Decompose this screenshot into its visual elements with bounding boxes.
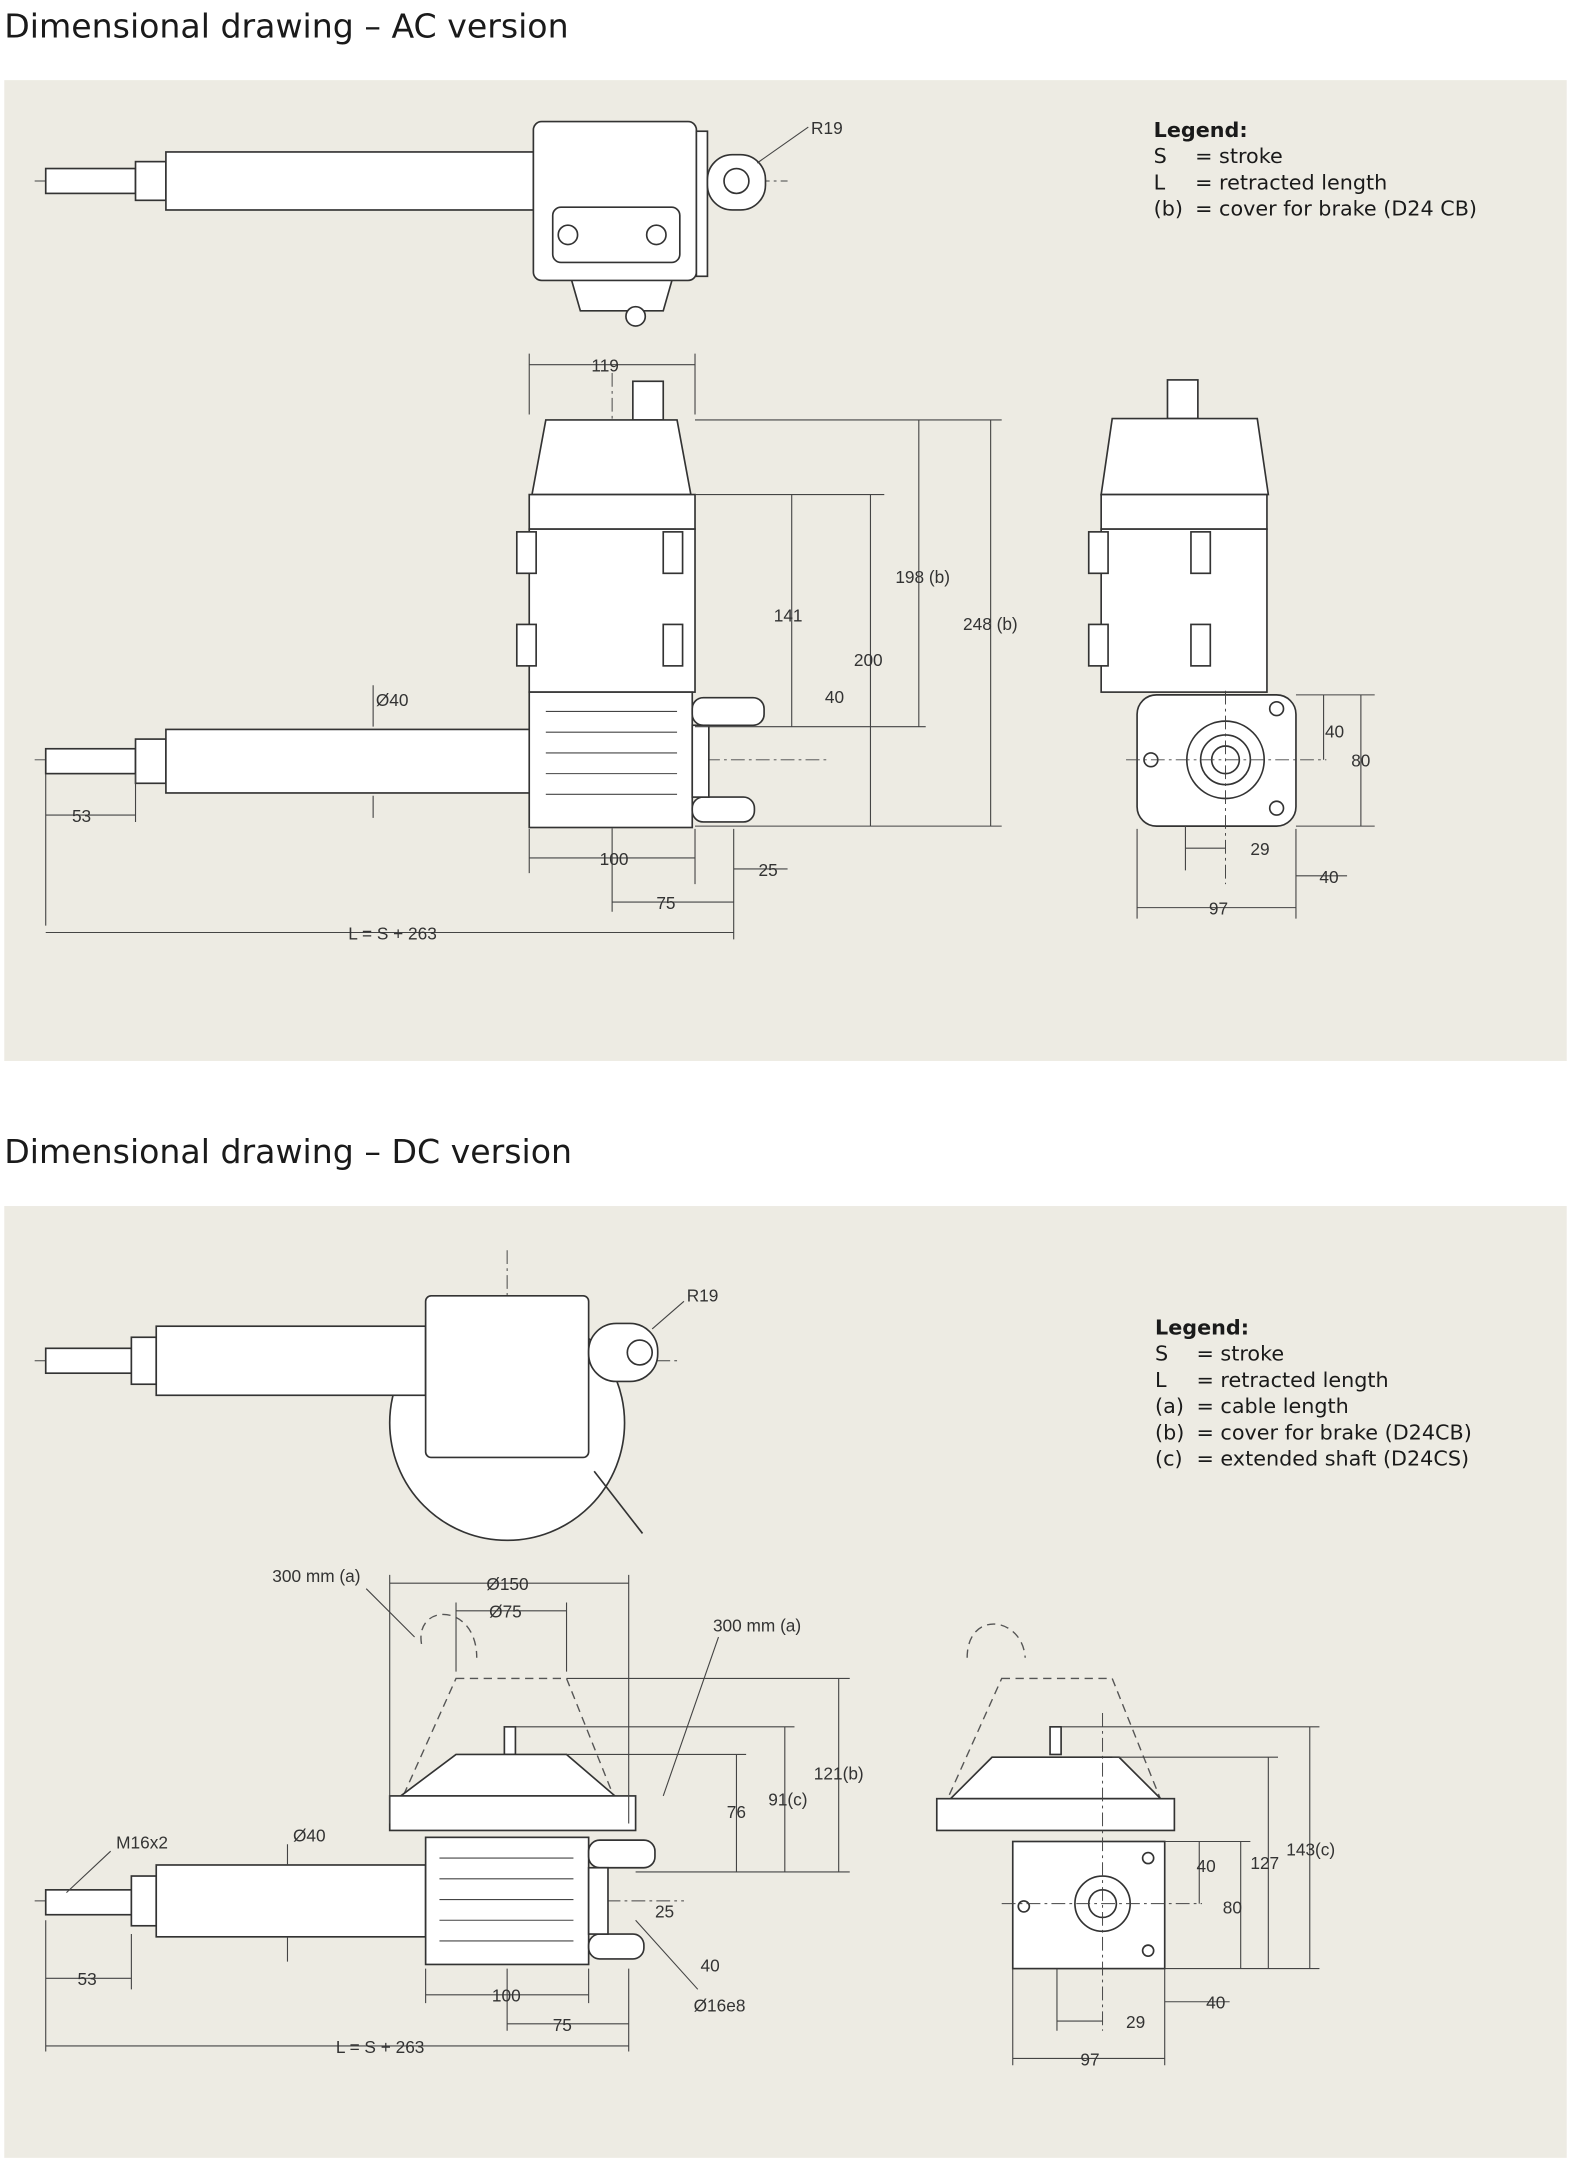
legend-text: = extended shaft (D24CS) bbox=[1196, 1447, 1469, 1471]
dim-53: 53 bbox=[72, 806, 91, 826]
legend-text: = cover for brake (D24CB) bbox=[1196, 1420, 1471, 1444]
dim-200: 200 bbox=[854, 650, 883, 670]
dim-dia150: Ø150 bbox=[486, 1574, 528, 1594]
legend-key: (a) bbox=[1155, 1394, 1184, 1418]
dim-cable-length-left: 300 mm (a) bbox=[272, 1566, 360, 1586]
dim-121b: 121(b) bbox=[814, 1763, 864, 1783]
dim-side-97: 97 bbox=[1209, 899, 1228, 919]
ac-side-view bbox=[1087, 379, 1375, 919]
dim-cable-length-right: 300 mm (a) bbox=[713, 1616, 801, 1636]
dim-side-40b: 40 bbox=[1206, 1993, 1225, 2013]
dim-side-40: 40 bbox=[1325, 722, 1344, 742]
legend-key: S bbox=[1154, 144, 1167, 168]
dim-40: 40 bbox=[701, 1955, 720, 1975]
ac-top-view bbox=[34, 120, 809, 327]
dim-76: 76 bbox=[727, 1802, 746, 1822]
dim-dia40: Ø40 bbox=[293, 1825, 326, 1845]
legend-key: L bbox=[1155, 1368, 1167, 1392]
ac-legend: Legend: S = stroke L = retracted length (b… bbox=[1154, 118, 1477, 221]
legend-text: = stroke bbox=[1195, 144, 1283, 168]
dim-75: 75 bbox=[656, 893, 675, 913]
dim-91c: 91(c) bbox=[768, 1790, 807, 1810]
dim-dia75: Ø75 bbox=[489, 1602, 522, 1622]
dim-40: 40 bbox=[825, 687, 844, 707]
dim-side-80: 80 bbox=[1223, 1897, 1242, 1917]
dim-75: 75 bbox=[553, 2015, 572, 2035]
dc-section-title: Dimensional drawing – DC version bbox=[4, 1132, 572, 1171]
dim-side-97: 97 bbox=[1080, 2049, 1099, 2069]
dim-dia40: Ø40 bbox=[376, 690, 409, 710]
ac-section-title: Dimensional drawing – AC version bbox=[4, 6, 568, 45]
legend-key: L bbox=[1154, 170, 1166, 194]
dim-dia16e8: Ø16e8 bbox=[694, 1995, 746, 2015]
dim-25: 25 bbox=[759, 860, 778, 880]
dc-side-view bbox=[935, 1623, 1320, 2066]
legend-text: = retracted length bbox=[1195, 170, 1387, 194]
dim-141: 141 bbox=[774, 606, 803, 626]
dim-side-29: 29 bbox=[1250, 839, 1269, 859]
legend-key: (b) bbox=[1155, 1420, 1184, 1444]
ac-front-view bbox=[34, 353, 1002, 940]
legend-key: (c) bbox=[1155, 1447, 1183, 1471]
legend-heading: Legend: bbox=[1154, 118, 1248, 142]
dim-100: 100 bbox=[492, 1986, 521, 2006]
legend-text: = cable length bbox=[1196, 1394, 1348, 1418]
dc-top-view bbox=[34, 1250, 685, 1542]
dc-legend: Legend: S = stroke L = retracted length (a… bbox=[1155, 1315, 1472, 1470]
dim-side-29: 29 bbox=[1126, 2012, 1145, 2032]
dim-m16x2: M16x2 bbox=[116, 1832, 168, 1852]
legend-key: (b) bbox=[1154, 197, 1183, 221]
dim-119: 119 bbox=[591, 356, 619, 376]
dim-25: 25 bbox=[655, 1901, 674, 1921]
dim-side-80: 80 bbox=[1351, 751, 1370, 771]
legend-heading: Legend: bbox=[1155, 1315, 1249, 1339]
legend-text: = retracted length bbox=[1196, 1368, 1388, 1392]
dc-front-view bbox=[34, 1574, 850, 2052]
dim-total-length: L = S + 263 bbox=[336, 2037, 425, 2057]
legend-key: S bbox=[1155, 1342, 1168, 1366]
dim-side-40: 40 bbox=[1196, 1856, 1215, 1876]
legend-text: = cover for brake (D24 CB) bbox=[1195, 197, 1477, 221]
dim-r19: R19 bbox=[811, 118, 843, 138]
dim-248b: 248 (b) bbox=[963, 614, 1018, 634]
dim-side-143c: 143(c) bbox=[1286, 1839, 1335, 1859]
dim-total-length: L = S + 263 bbox=[348, 923, 437, 943]
dim-198b: 198 (b) bbox=[895, 567, 950, 587]
ac-drawing-panel bbox=[4, 80, 1567, 1061]
dim-100: 100 bbox=[600, 849, 629, 869]
legend-text: = stroke bbox=[1196, 1342, 1284, 1366]
dim-side-127: 127 bbox=[1250, 1853, 1279, 1873]
dim-53: 53 bbox=[77, 1969, 96, 1989]
dim-side-40b: 40 bbox=[1319, 867, 1338, 887]
dim-r19: R19 bbox=[687, 1285, 719, 1305]
